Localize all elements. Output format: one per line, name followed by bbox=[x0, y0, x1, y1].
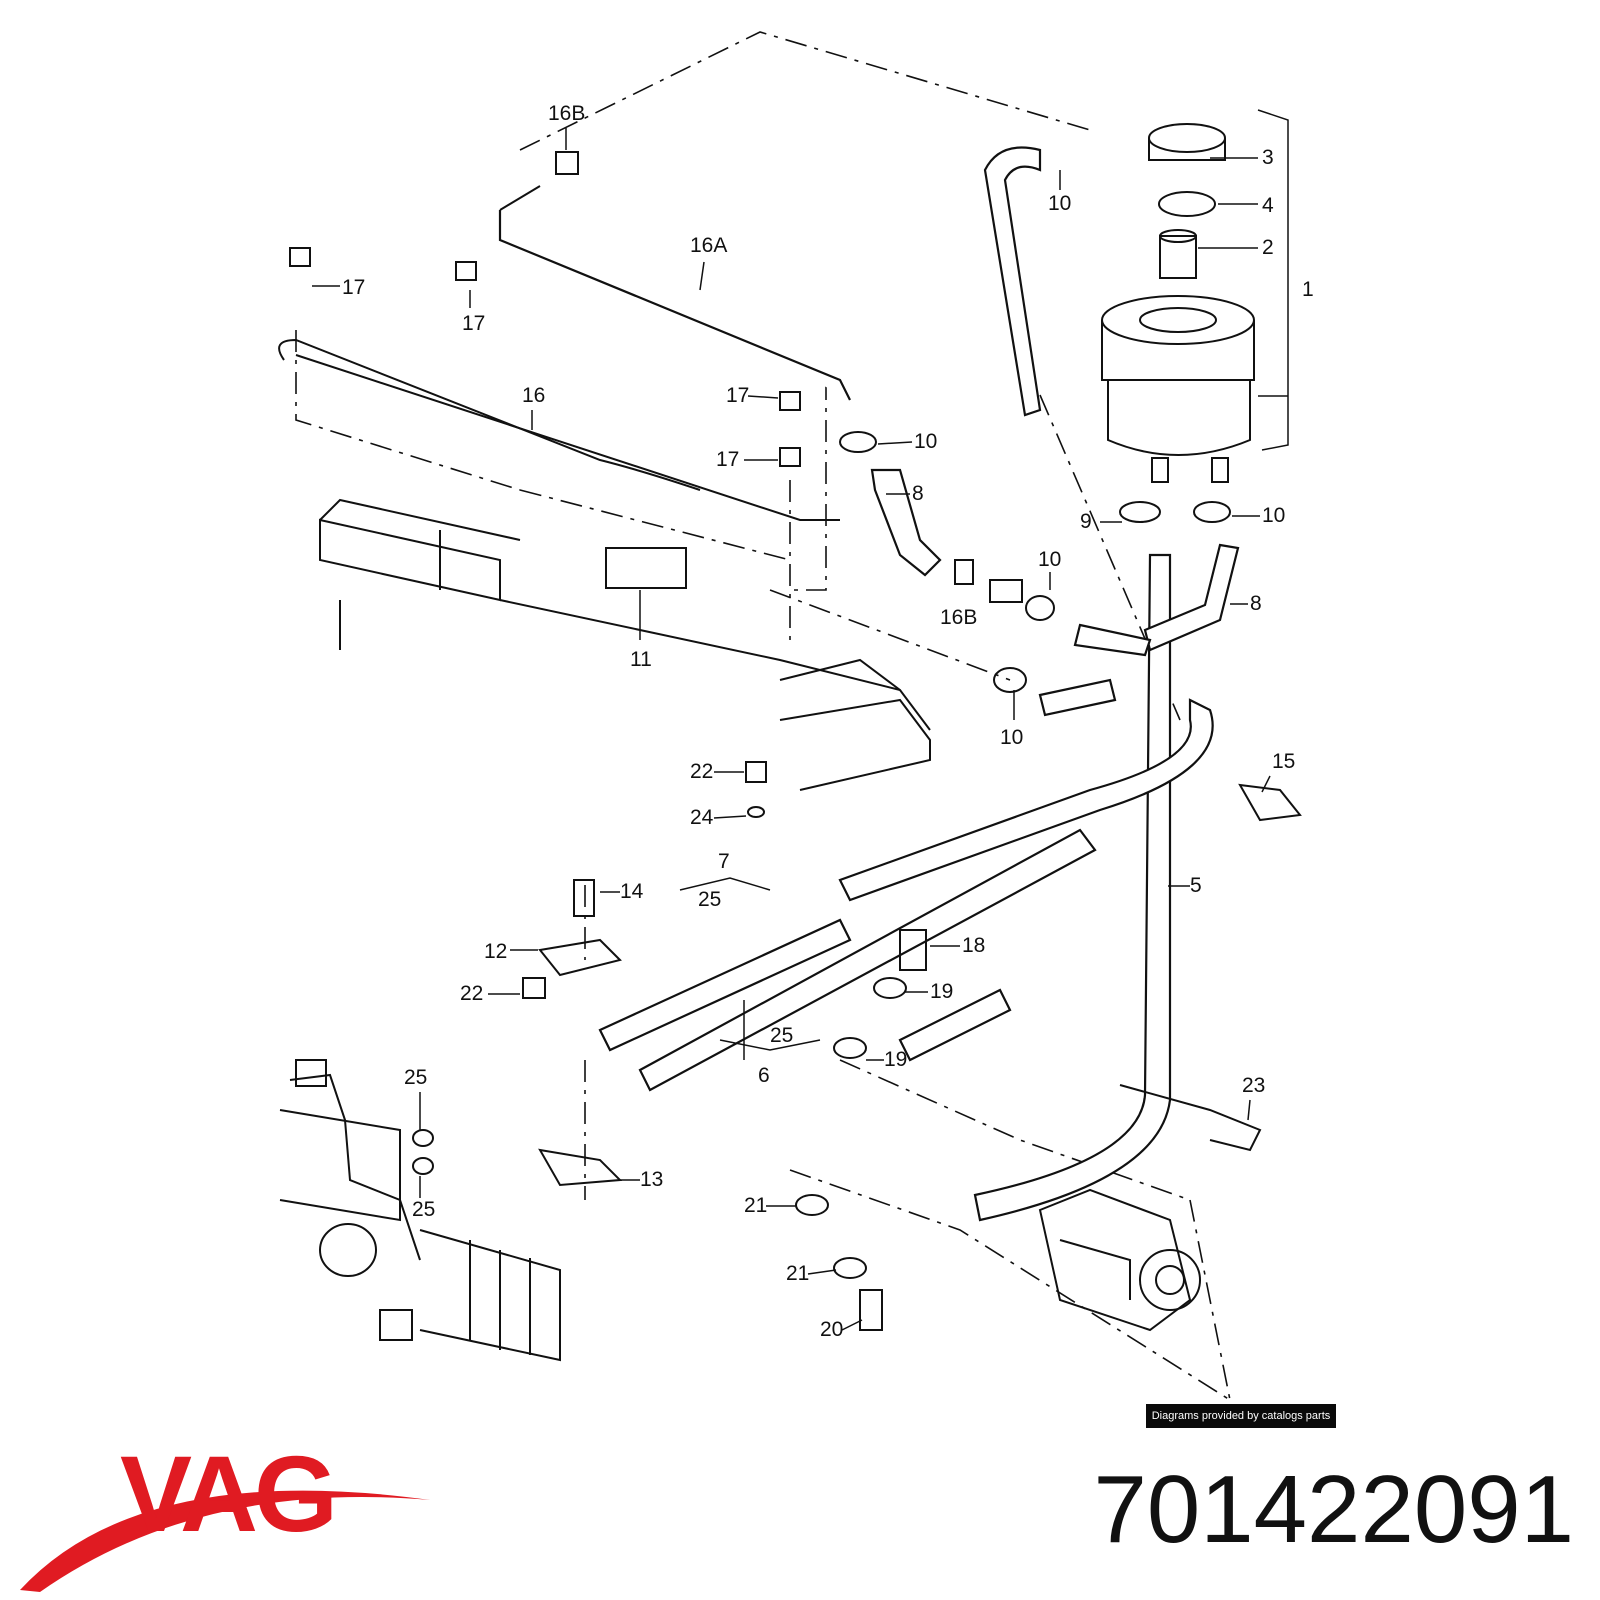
callout: 21 bbox=[744, 1194, 767, 1217]
callout: 10 bbox=[1262, 504, 1285, 527]
callout: 6 bbox=[758, 1064, 770, 1087]
callout: 13 bbox=[640, 1168, 663, 1191]
callout: 17 bbox=[342, 276, 365, 299]
return-lines bbox=[278, 146, 1042, 521]
callout: 9 bbox=[1080, 510, 1092, 533]
steering-gear bbox=[279, 1059, 561, 1362]
callouts: 16B 17 17 16A 17 16 17 10 17 8 10 16B 11… bbox=[342, 102, 1314, 1341]
reference-lines bbox=[295, 31, 1231, 1401]
leader-lines bbox=[312, 109, 1289, 1331]
callout: 17 bbox=[716, 448, 739, 471]
brand-logo: VAG bbox=[120, 1433, 338, 1554]
callout: 17 bbox=[462, 312, 485, 335]
callout: 21 bbox=[786, 1262, 809, 1285]
callout: 10 bbox=[1048, 192, 1071, 215]
callout: 14 bbox=[620, 880, 644, 903]
callout: 16B bbox=[940, 606, 977, 629]
callout: 25 bbox=[412, 1198, 435, 1221]
callout: 20 bbox=[820, 1318, 843, 1341]
diagram-credit: Diagrams provided by catalogs parts bbox=[1146, 1404, 1336, 1428]
callout: 8 bbox=[912, 482, 924, 505]
callout: 15 bbox=[1272, 750, 1295, 773]
reservoir bbox=[1101, 123, 1255, 483]
hardware bbox=[289, 151, 1302, 1331]
callout: 24 bbox=[690, 806, 714, 829]
part-number: 701422091 bbox=[1093, 1456, 1574, 1563]
subframe bbox=[319, 498, 931, 791]
callout: 25 bbox=[404, 1066, 427, 1089]
callout: 19 bbox=[884, 1048, 907, 1071]
callout: 10 bbox=[1000, 726, 1023, 749]
callout: 8 bbox=[1250, 592, 1262, 615]
callout: 22 bbox=[460, 982, 483, 1005]
callout: 12 bbox=[484, 940, 507, 963]
hoses bbox=[598, 468, 1240, 1222]
callout: 25 bbox=[770, 1024, 793, 1047]
callout: 10 bbox=[914, 430, 937, 453]
callout: 10 bbox=[1038, 548, 1061, 571]
callout: 22 bbox=[690, 760, 713, 783]
callout: 11 bbox=[630, 648, 652, 671]
callout: 19 bbox=[930, 980, 953, 1003]
callout: 23 bbox=[1242, 1074, 1265, 1097]
callout: 7 bbox=[718, 850, 730, 873]
callout: 1 bbox=[1302, 278, 1314, 301]
callout: 4 bbox=[1262, 194, 1274, 217]
pump bbox=[1038, 1188, 1201, 1332]
callout: 5 bbox=[1190, 874, 1202, 897]
callout: 16B bbox=[548, 102, 585, 125]
callout: 25 bbox=[698, 888, 721, 911]
callout: 16A bbox=[690, 234, 727, 257]
callout: 3 bbox=[1262, 146, 1274, 169]
callout: 18 bbox=[962, 934, 985, 957]
callout: 2 bbox=[1262, 236, 1274, 259]
logo-swoosh bbox=[20, 1490, 430, 1592]
callout: 17 bbox=[726, 384, 749, 407]
callout: 16 bbox=[522, 384, 545, 407]
